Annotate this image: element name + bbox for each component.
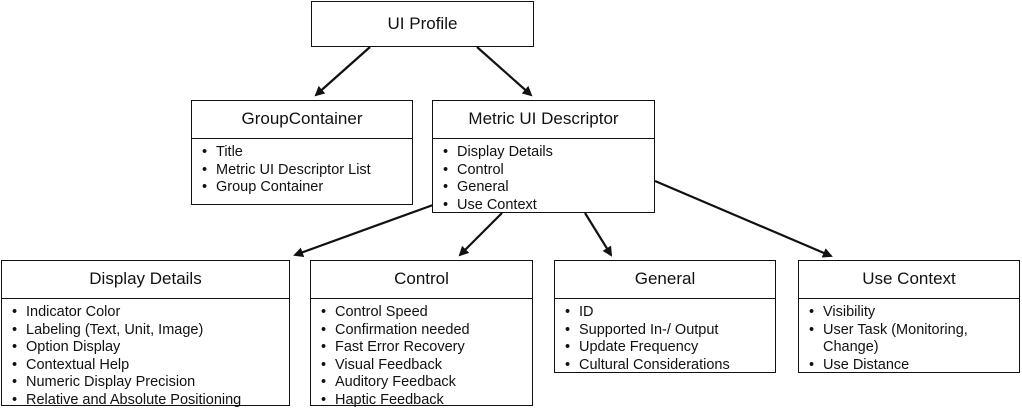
list-item: Numeric Display Precision [12, 374, 285, 392]
general-list: ID Supported In-/ Output Update Frequenc… [555, 299, 775, 374]
metric-ui-descriptor-node: Metric UI Descriptor Display Details Con… [432, 100, 655, 213]
ui-profile-node: UI Profile [311, 1, 534, 47]
metric-ui-descriptor-title: Metric UI Descriptor [433, 101, 654, 139]
list-item: Confirmation needed [321, 322, 528, 340]
list-item: Labeling (Text, Unit, Image) [12, 322, 285, 340]
list-item: Cultural Considerations [565, 357, 771, 375]
group-container-node: GroupContainer Title Metric UI Descripto… [191, 100, 413, 205]
list-item: User Task (Monitoring, Change) [809, 322, 993, 357]
group-container-title: GroupContainer [192, 101, 412, 139]
list-item: General [443, 179, 650, 197]
list-item: Update Frequency [565, 339, 771, 357]
ui-profile-title: UI Profile [312, 2, 533, 43]
arrow-root-to-group-container [316, 47, 370, 95]
list-item: Display Details [443, 144, 650, 162]
list-item: Relative and Absolute Positioning [12, 392, 285, 409]
list-item: Use Distance [809, 357, 1015, 375]
group-container-list: Title Metric UI Descriptor List Group Co… [192, 139, 412, 197]
general-title: General [555, 261, 775, 299]
use-context-title: Use Context [799, 261, 1019, 299]
control-title: Control [311, 261, 532, 299]
metric-ui-descriptor-list: Display Details Control General Use Cont… [433, 139, 654, 214]
display-details-list: Indicator Color Labeling (Text, Unit, Im… [2, 299, 289, 409]
list-item: Use Context [443, 197, 650, 215]
control-list: Control Speed Confirmation needed Fast E… [311, 299, 532, 409]
display-details-node: Display Details Indicator Color Labeling… [1, 260, 290, 406]
list-item: Visibility [809, 304, 1015, 322]
arrow-root-to-metric-ui-descriptor [477, 47, 531, 95]
list-item: Auditory Feedback [321, 374, 528, 392]
list-item: Group Container [202, 179, 408, 197]
arrow-descriptor-to-display-details [295, 205, 433, 255]
arrow-descriptor-to-use-context [655, 181, 831, 256]
arrow-descriptor-to-general [585, 213, 611, 255]
control-node: Control Control Speed Confirmation neede… [310, 260, 533, 406]
list-item: Metric UI Descriptor List [202, 162, 408, 180]
list-item: Indicator Color [12, 304, 285, 322]
list-item: Control Speed [321, 304, 528, 322]
general-node: General ID Supported In-/ Output Update … [554, 260, 776, 373]
list-item: Contextual Help [12, 357, 285, 375]
display-details-title: Display Details [2, 261, 289, 299]
list-item: Title [202, 144, 408, 162]
list-item: Option Display [12, 339, 285, 357]
use-context-list: Visibility User Task (Monitoring, Change… [799, 299, 1019, 374]
list-item: Haptic Feedback [321, 392, 528, 409]
list-item: Control [443, 162, 650, 180]
list-item: Visual Feedback [321, 357, 528, 375]
use-context-node: Use Context Visibility User Task (Monito… [798, 260, 1020, 373]
list-item: ID [565, 304, 771, 322]
arrow-descriptor-to-control [460, 213, 502, 255]
list-item: Supported In-/ Output [565, 322, 771, 340]
list-item: Fast Error Recovery [321, 339, 528, 357]
